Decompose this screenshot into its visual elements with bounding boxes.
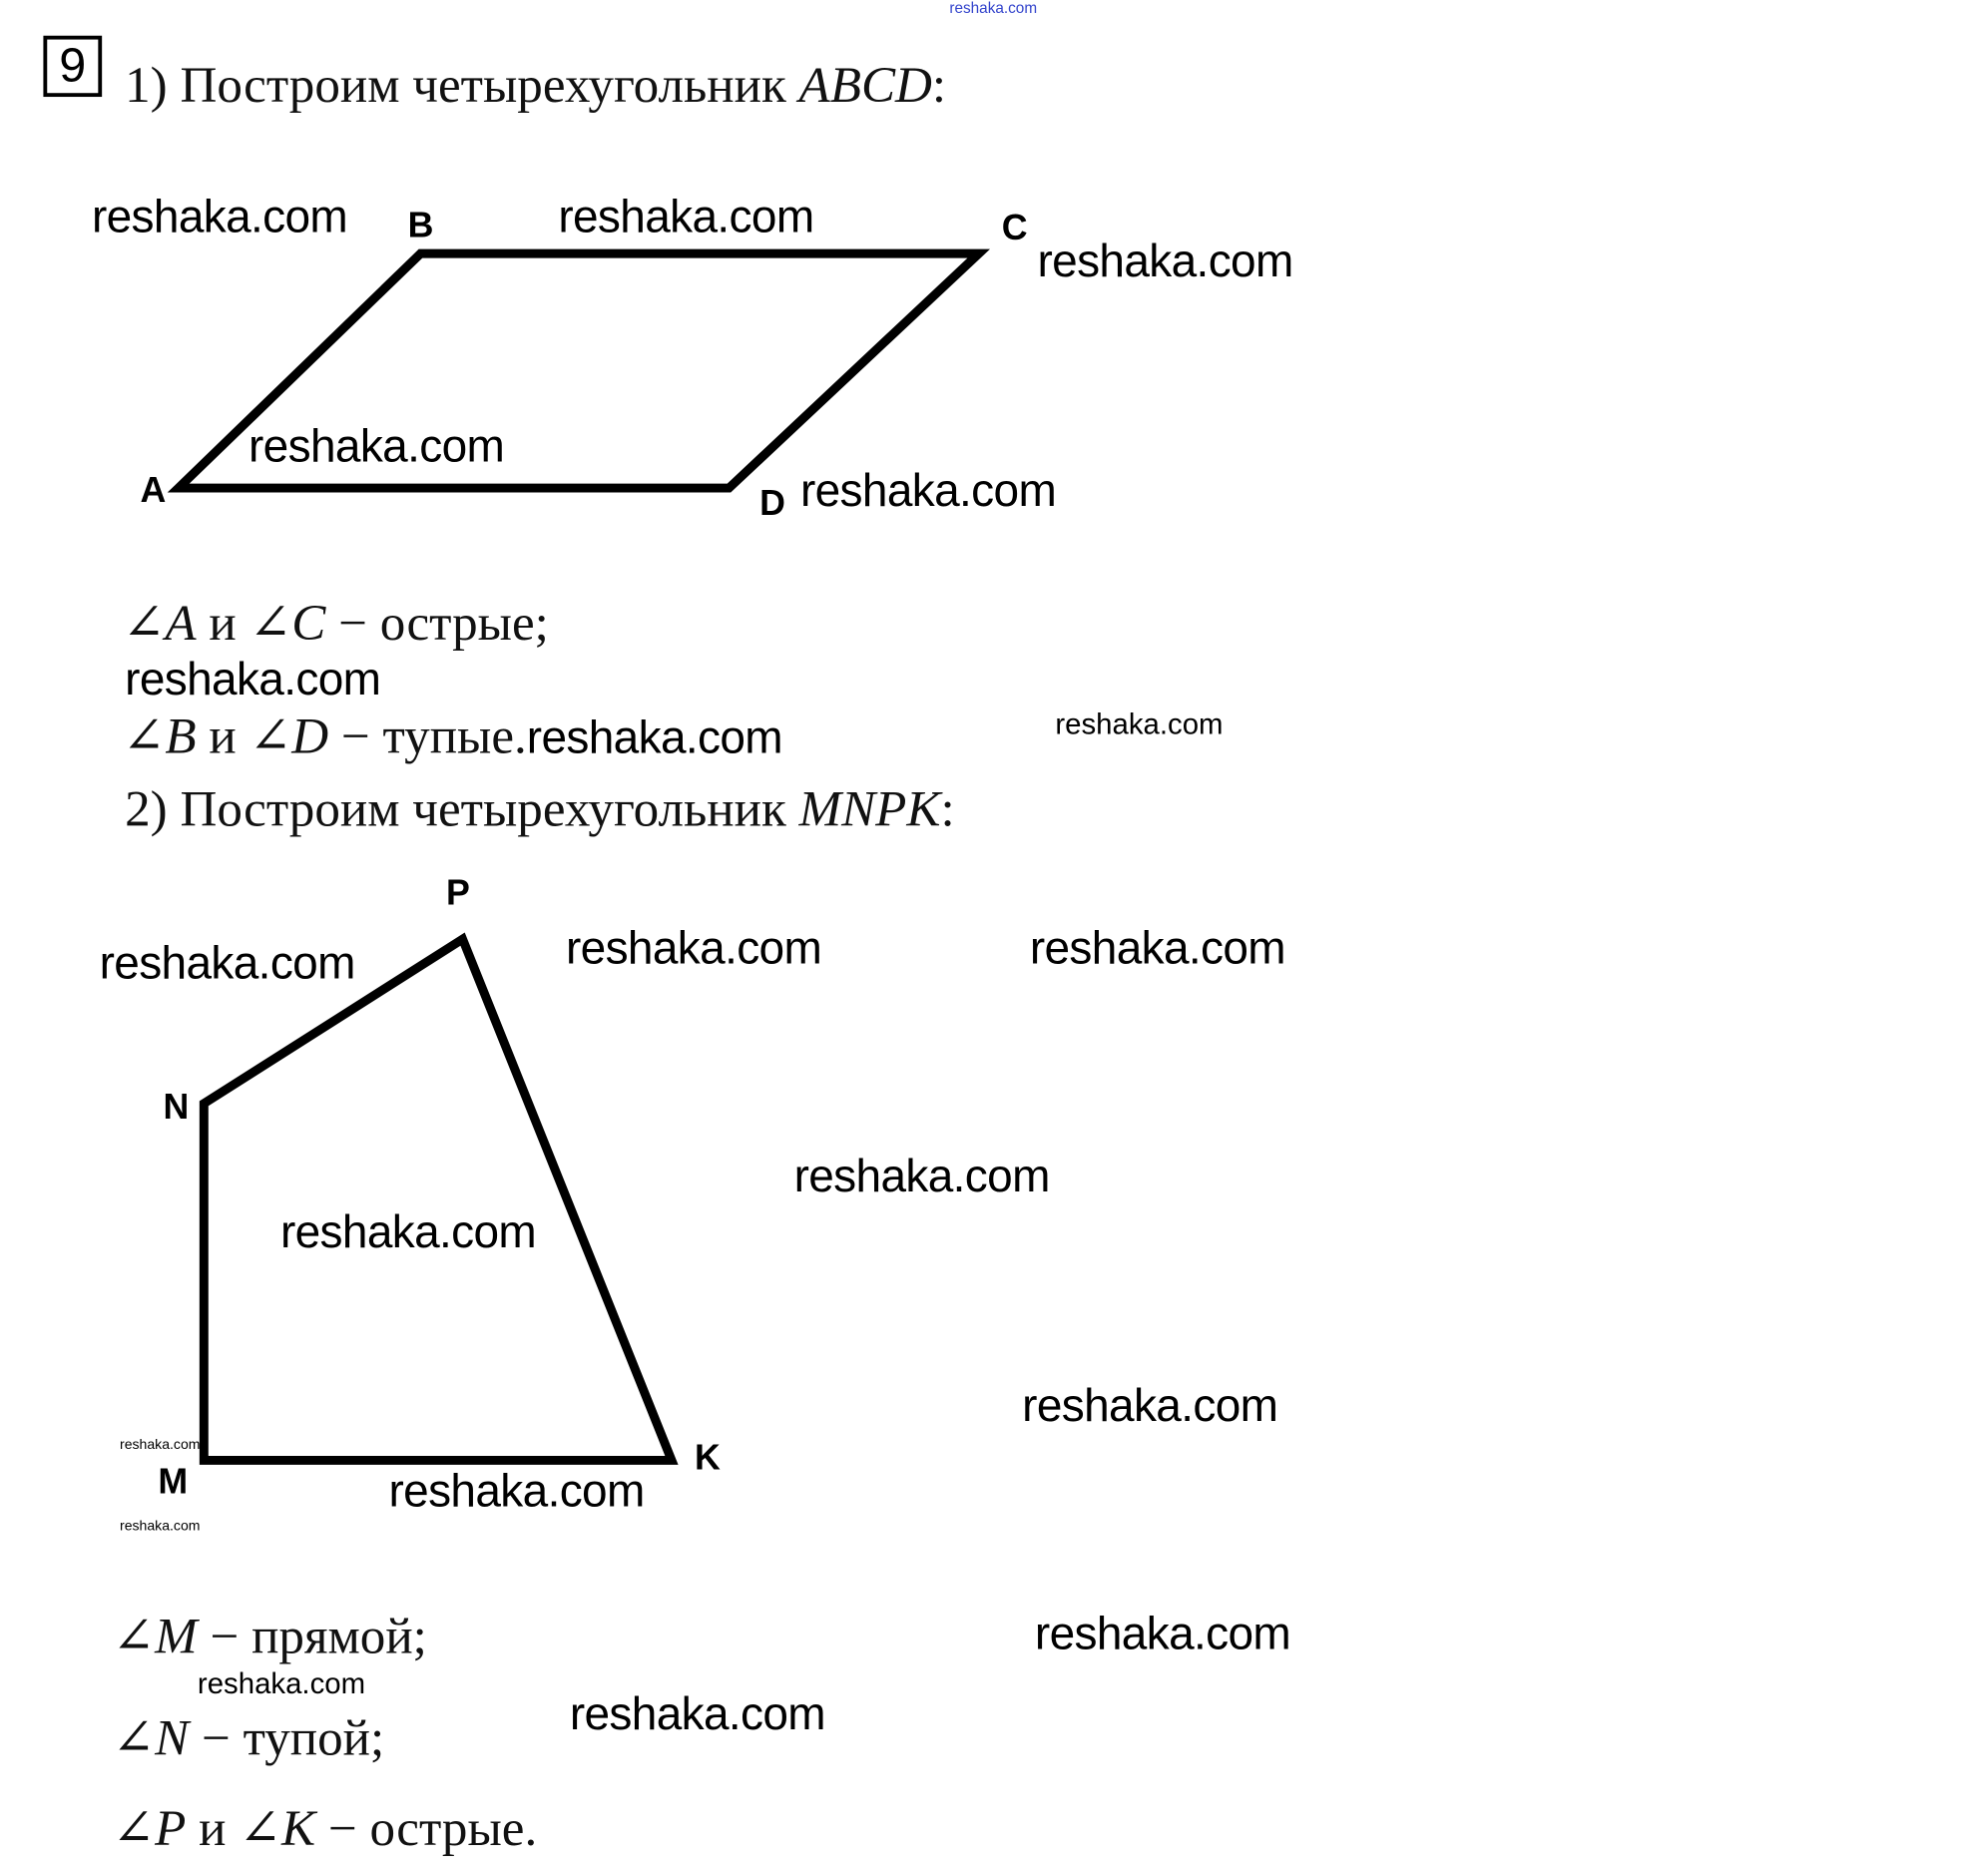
vertex-b: B	[407, 205, 434, 245]
watermark: reshaka.com	[526, 710, 783, 763]
watermark: reshaka.com	[248, 419, 505, 472]
watermark: reshaka.com	[125, 652, 381, 705]
heading-math: MNPK	[798, 779, 941, 837]
watermark: reshaka.com	[565, 921, 822, 974]
text: − прямой;	[197, 1607, 427, 1664]
task-number: 9	[43, 35, 103, 98]
angles-ac-acute: ∠A и ∠C − острые;	[123, 595, 549, 651]
watermark: reshaka.com	[1037, 234, 1293, 287]
watermark: reshaka.com	[569, 1686, 826, 1740]
math: D	[291, 706, 329, 765]
vertex-d: D	[759, 482, 785, 523]
angles-bd-obtuse: ∠B и ∠D − тупые.reshaka.com	[122, 706, 783, 765]
vertex-p: P	[445, 872, 470, 913]
math: B	[165, 706, 197, 765]
heading-math: ABCD	[798, 56, 932, 114]
vertex-n: N	[163, 1087, 190, 1127]
watermark: reshaka.com	[1022, 1378, 1278, 1432]
watermark: reshaka.com	[793, 1149, 1051, 1202]
angle-n-obtuse: ∠N − тупой;	[112, 1708, 385, 1766]
math: C	[291, 594, 326, 652]
angle-icon: ∠	[239, 1799, 282, 1857]
watermark: reshaka.com	[91, 190, 348, 242]
heading-text: 2) Построим четырехугольник	[125, 779, 799, 837]
watermark: reshaka.com	[279, 1205, 537, 1258]
text: − тупой;	[189, 1708, 385, 1766]
part2-heading: 2) Построим четырехугольник MNPK:	[125, 779, 955, 837]
angle-icon: ∠	[112, 1799, 156, 1857]
angle-icon: ∠	[112, 1607, 156, 1664]
text: − острые.	[315, 1799, 538, 1857]
math: P	[155, 1799, 187, 1857]
angle-icon: ∠	[122, 706, 166, 765]
math: M	[155, 1607, 198, 1664]
watermark: reshaka.com	[558, 190, 814, 242]
watermark: reshaka.com	[1029, 921, 1286, 974]
watermark: reshaka.com	[99, 936, 356, 989]
angle-icon: ∠	[248, 706, 292, 765]
text: − острые;	[325, 594, 549, 652]
math: A	[165, 594, 197, 652]
text: и	[186, 1799, 240, 1857]
part1-heading: 1) Построим четырехугольник ABCD:	[125, 57, 946, 113]
math: N	[155, 1708, 190, 1766]
angles-pk-acute: ∠P и ∠K − острые.	[112, 1800, 537, 1856]
parallelogram-abcd	[167, 248, 991, 493]
angle-m-right: ∠M − прямой;	[112, 1607, 427, 1664]
heading-tail: :	[940, 779, 955, 837]
watermark: reshaka.com	[799, 463, 1057, 517]
watermark: reshaka.com	[120, 1437, 201, 1453]
math: K	[281, 1799, 316, 1857]
vertex-c: C	[1001, 208, 1028, 247]
watermark: reshaka.com	[120, 1519, 201, 1535]
angle-icon: ∠	[248, 594, 292, 652]
top-watermark: reshaka.com	[949, 0, 1038, 17]
watermark: reshaka.com	[1034, 1607, 1291, 1659]
vertex-a: A	[140, 470, 167, 510]
watermark: reshaka.com	[1055, 706, 1224, 740]
vertex-m: M	[158, 1461, 189, 1502]
heading-text: 1) Построим четырехугольник	[125, 56, 799, 114]
angle-icon: ∠	[122, 594, 166, 652]
text: − тупые.	[328, 706, 527, 765]
watermark: reshaka.com	[388, 1464, 645, 1517]
quadrilateral-mnpk	[199, 932, 679, 1465]
angle-icon: ∠	[112, 1708, 156, 1766]
vertex-k: K	[694, 1437, 721, 1478]
text: и	[196, 706, 249, 765]
heading-tail: :	[931, 56, 947, 114]
watermark: reshaka.com	[197, 1666, 366, 1700]
text: и	[196, 594, 249, 652]
